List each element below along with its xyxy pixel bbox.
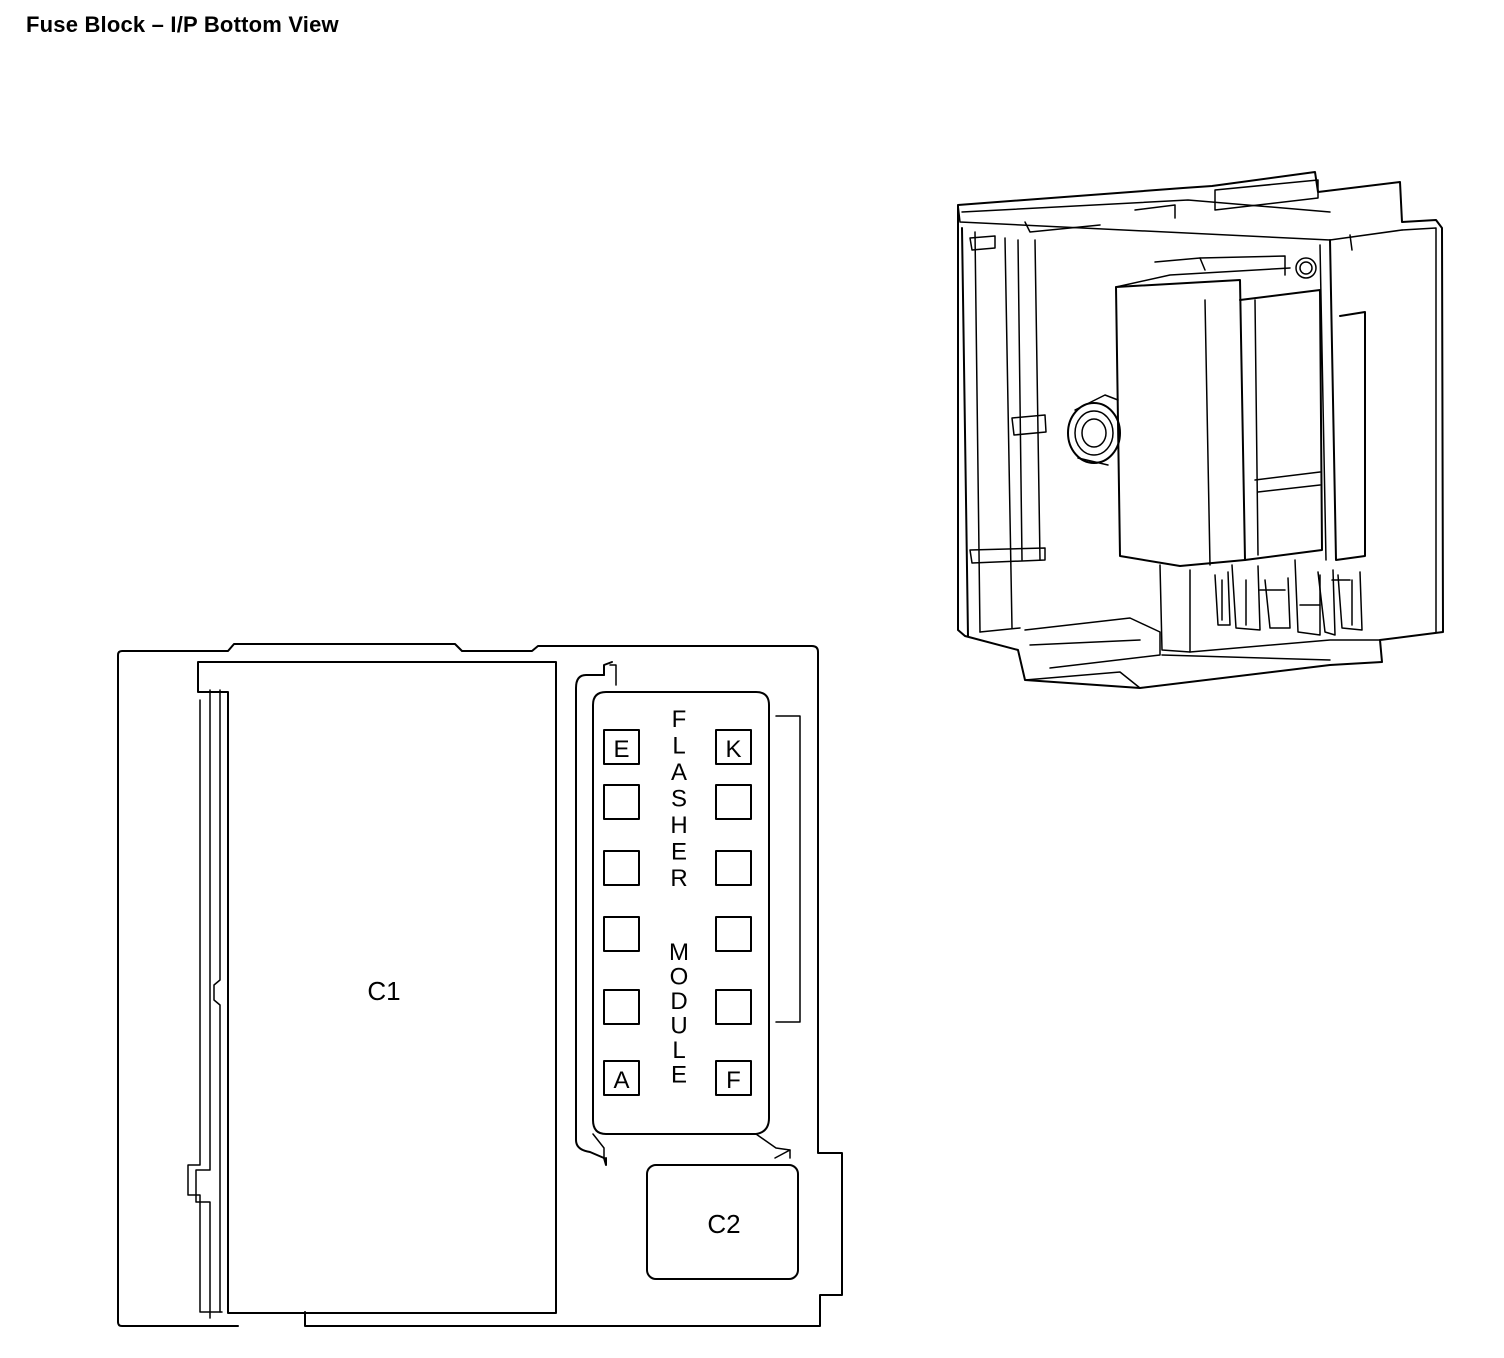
pin-cavity	[715, 784, 752, 820]
fuse-block-3d-view	[957, 171, 1444, 689]
pin-cavity-k: K	[715, 729, 752, 765]
c2-label: C2	[707, 1209, 740, 1239]
fuse-block-bottom-view	[117, 643, 843, 1327]
pin-cavity-f: F	[715, 1060, 752, 1096]
pin-cavity-e: E	[603, 729, 640, 765]
pin-cavity	[715, 916, 752, 952]
pin-cavity	[603, 784, 640, 820]
pin-label-k: K	[725, 736, 741, 763]
pin-cavity	[603, 989, 640, 1025]
pin-label-a: A	[613, 1067, 629, 1094]
pin-cavity-a: A	[603, 1060, 640, 1096]
pin-label-e: E	[613, 736, 629, 763]
pin-label-f: F	[726, 1067, 741, 1094]
page-title: Fuse Block – I/P Bottom View	[26, 12, 339, 37]
pin-cavity	[715, 989, 752, 1025]
c1-connector: C1	[197, 661, 557, 1314]
c1-label: C1	[367, 976, 400, 1006]
pin-cavity	[603, 916, 640, 952]
c2-connector: C2	[646, 1164, 799, 1280]
pin-cavity	[603, 850, 640, 886]
pin-cavity	[715, 850, 752, 886]
